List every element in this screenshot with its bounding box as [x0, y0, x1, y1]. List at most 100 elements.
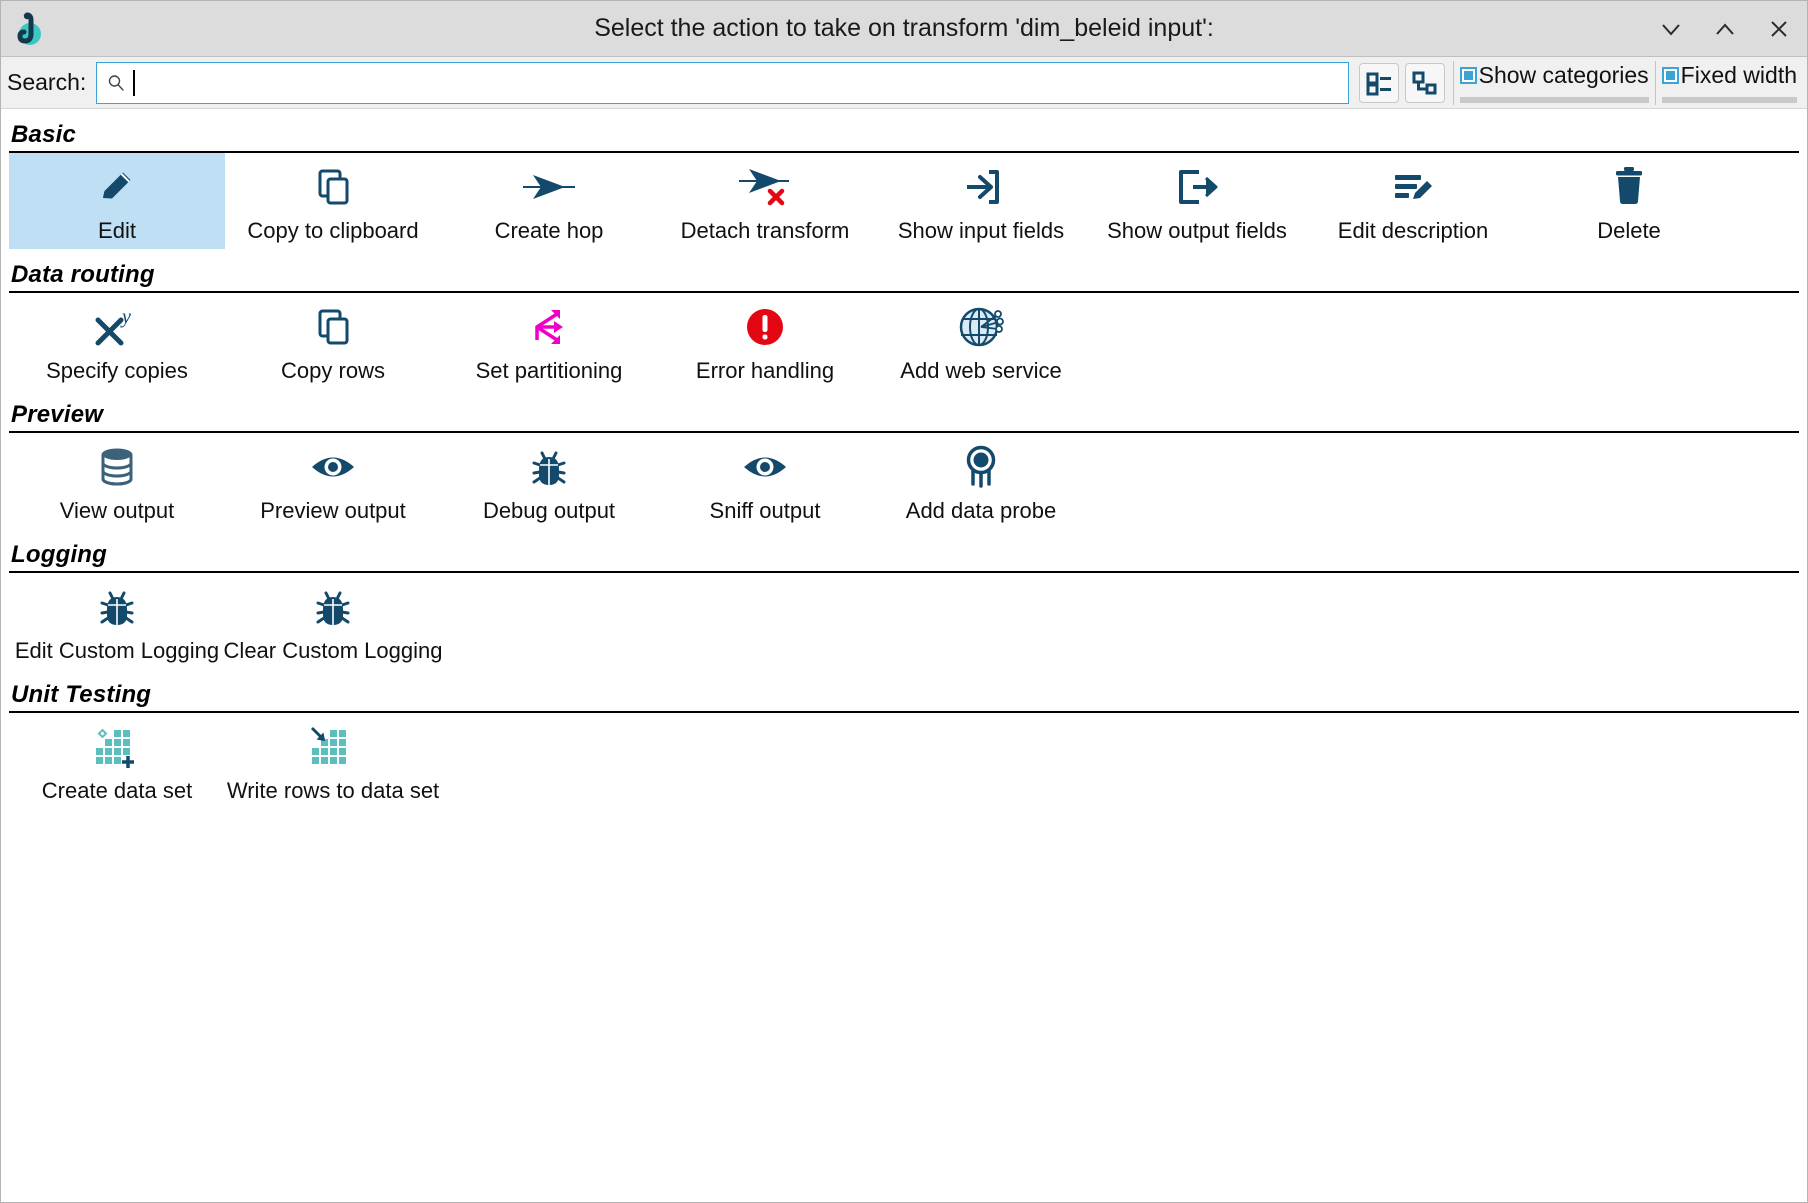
search-input[interactable] — [96, 61, 1349, 104]
title-bar: Select the action to take on transform '… — [1, 1, 1807, 57]
close-button[interactable] — [1765, 15, 1793, 43]
action-item[interactable]: View output — [9, 433, 225, 529]
apache-hop-logo-icon — [7, 7, 51, 51]
action-item[interactable]: Detach transform — [657, 153, 873, 249]
category-header: Unit Testing — [9, 677, 1799, 713]
search-input-value[interactable] — [135, 63, 1339, 103]
database-icon — [95, 443, 139, 491]
action-item[interactable]: Create data set — [9, 713, 225, 809]
view-mode-buttons — [1358, 62, 1445, 103]
action-item[interactable]: Show output fields — [1089, 153, 1305, 249]
show-categories-checkbox[interactable]: Show categories — [1454, 61, 1655, 105]
action-item-label: Clear Custom Logging — [223, 638, 443, 663]
write-rows-data-set-icon — [309, 723, 357, 771]
category-items: Create data set Write rows to data set — [9, 713, 1799, 809]
partitioning-arrows-icon — [527, 303, 571, 351]
category-section: Unit Testing Create data set Write rows … — [9, 677, 1799, 809]
action-item[interactable]: Preview output — [225, 433, 441, 529]
action-item[interactable]: y Specify copies — [9, 293, 225, 389]
action-item[interactable]: Delete — [1521, 153, 1737, 249]
category-header: Preview — [9, 397, 1799, 433]
text-caret — [133, 69, 136, 96]
maximize-button[interactable] — [1711, 15, 1739, 43]
category-items: y Specify copies Copy rows Set partition… — [9, 293, 1799, 389]
bug-icon — [97, 583, 137, 631]
category-section: Basic Edit Copy to clipboard Create hop … — [9, 117, 1799, 249]
action-item[interactable]: Edit description — [1305, 153, 1521, 249]
action-item[interactable]: Copy to clipboard — [225, 153, 441, 249]
svg-text:y: y — [120, 306, 131, 328]
category-header: Logging — [9, 537, 1799, 573]
edit-description-icon — [1389, 163, 1437, 211]
action-item-label: Create hop — [494, 218, 604, 243]
category-items: View output Preview output Debug output … — [9, 433, 1799, 529]
category-section: Data routing y Specify copies Copy rows … — [9, 257, 1799, 389]
create-data-set-icon — [93, 723, 141, 771]
action-item[interactable]: Add data probe — [873, 433, 1089, 529]
action-item[interactable]: Show input fields — [873, 153, 1089, 249]
output-fields-icon — [1173, 163, 1221, 211]
action-item[interactable]: Copy rows — [225, 293, 441, 389]
action-item-label: Copy rows — [281, 358, 385, 383]
action-item-label: Preview output — [260, 498, 406, 523]
action-item-label: Delete — [1597, 218, 1661, 243]
action-item-label: Show input fields — [897, 218, 1065, 243]
action-item[interactable]: Edit — [9, 153, 225, 249]
search-label: Search: — [7, 69, 87, 95]
window-controls — [1657, 15, 1793, 43]
action-item[interactable]: Edit Custom Logging — [9, 573, 225, 669]
action-item[interactable]: Set partitioning — [441, 293, 657, 389]
trash-icon — [1609, 163, 1649, 211]
action-item-label: Set partitioning — [475, 358, 623, 383]
category-header: Data routing — [9, 257, 1799, 293]
action-item-label: Specify copies — [46, 358, 188, 383]
action-item-label: View output — [59, 498, 175, 523]
fixed-width-label: Fixed width — [1680, 61, 1797, 88]
category-section: Logging Edit Custom Logging Clear Custom… — [9, 537, 1799, 669]
category-items: Edit Copy to clipboard Create hop Detach… — [9, 153, 1799, 249]
arrow-hop-icon — [521, 163, 577, 211]
action-item[interactable]: Clear Custom Logging — [223, 573, 443, 669]
category-header: Basic — [9, 117, 1799, 153]
action-item-label: Add data probe — [905, 498, 1057, 523]
tree-view-button[interactable] — [1404, 62, 1445, 103]
data-probe-icon — [961, 443, 1001, 491]
checkbox-box[interactable] — [1459, 66, 1477, 84]
arrow-hop-delete-icon — [737, 163, 793, 211]
action-item-label: Debug output — [482, 498, 616, 523]
minimize-button[interactable] — [1657, 15, 1685, 43]
category-items: Edit Custom Logging Clear Custom Logging — [9, 573, 1799, 669]
globe-network-icon — [957, 303, 1005, 351]
toolbar-checkboxes: Show categories Fixed width — [1452, 60, 1803, 105]
x-to-the-y-icon: y — [91, 303, 143, 351]
copy-icon — [311, 163, 355, 211]
action-item-label: Add web service — [900, 358, 1062, 383]
list-view-button[interactable] — [1358, 62, 1399, 103]
input-fields-icon — [959, 163, 1003, 211]
dialog-title: Select the action to take on transform '… — [594, 14, 1214, 42]
eye-icon — [309, 443, 357, 491]
pencil-icon — [95, 163, 139, 211]
search-toolbar: Search: — [1, 57, 1807, 109]
action-item[interactable]: Add web service — [873, 293, 1089, 389]
action-item[interactable]: Debug output — [441, 433, 657, 529]
show-categories-label: Show categories — [1478, 61, 1649, 88]
category-section: Preview View output Preview output Debug… — [9, 397, 1799, 529]
action-item[interactable]: Create hop — [441, 153, 657, 249]
action-item-label: Error handling — [695, 358, 835, 383]
checkbox-underline — [1459, 96, 1649, 103]
action-item-label: Copy to clipboard — [247, 218, 419, 243]
bug-icon — [529, 443, 569, 491]
actions-panel: Basic Edit Copy to clipboard Create hop … — [1, 109, 1807, 1202]
action-item-label: Edit Custom Logging — [14, 638, 220, 663]
action-item-label: Write rows to data set — [226, 778, 440, 803]
fixed-width-checkbox[interactable]: Fixed width — [1654, 60, 1803, 105]
eye-icon — [741, 443, 789, 491]
action-item[interactable]: Error handling — [657, 293, 873, 389]
action-item-label: Sniff output — [709, 498, 821, 523]
action-item[interactable]: Write rows to data set — [225, 713, 441, 809]
checkbox-box[interactable] — [1661, 66, 1679, 84]
search-icon — [105, 72, 127, 94]
action-item[interactable]: Sniff output — [657, 433, 873, 529]
action-item-label: Detach transform — [680, 218, 850, 243]
